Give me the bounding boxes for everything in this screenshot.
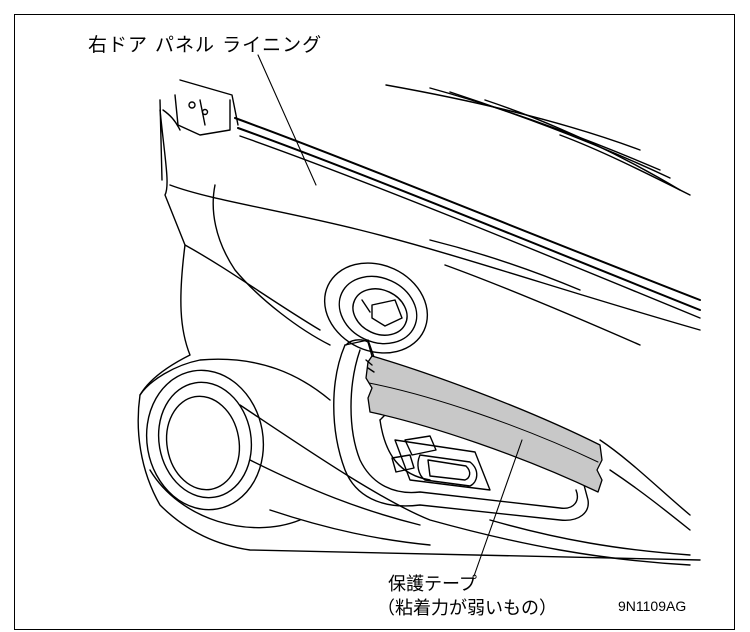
protective-tape bbox=[366, 356, 602, 492]
panel-outline bbox=[138, 110, 700, 560]
handle-tip bbox=[346, 340, 374, 372]
mirror-mount bbox=[160, 80, 238, 180]
door-top-edge bbox=[235, 118, 700, 318]
panel-label: 右ドア パネル ライニング bbox=[88, 34, 323, 56]
leader-lines bbox=[258, 55, 522, 576]
window-switch bbox=[392, 436, 490, 490]
figure-frame bbox=[14, 14, 735, 630]
figure-code: 9N1109AG bbox=[618, 598, 687, 614]
window-lines bbox=[386, 85, 690, 195]
lower-panel bbox=[240, 405, 690, 565]
tape-label-line1: 保護テープ bbox=[388, 574, 477, 595]
tape-label-line2: （粘着力が弱いもの） bbox=[377, 598, 557, 619]
door-lock bbox=[310, 247, 442, 370]
speaker bbox=[136, 359, 330, 527]
